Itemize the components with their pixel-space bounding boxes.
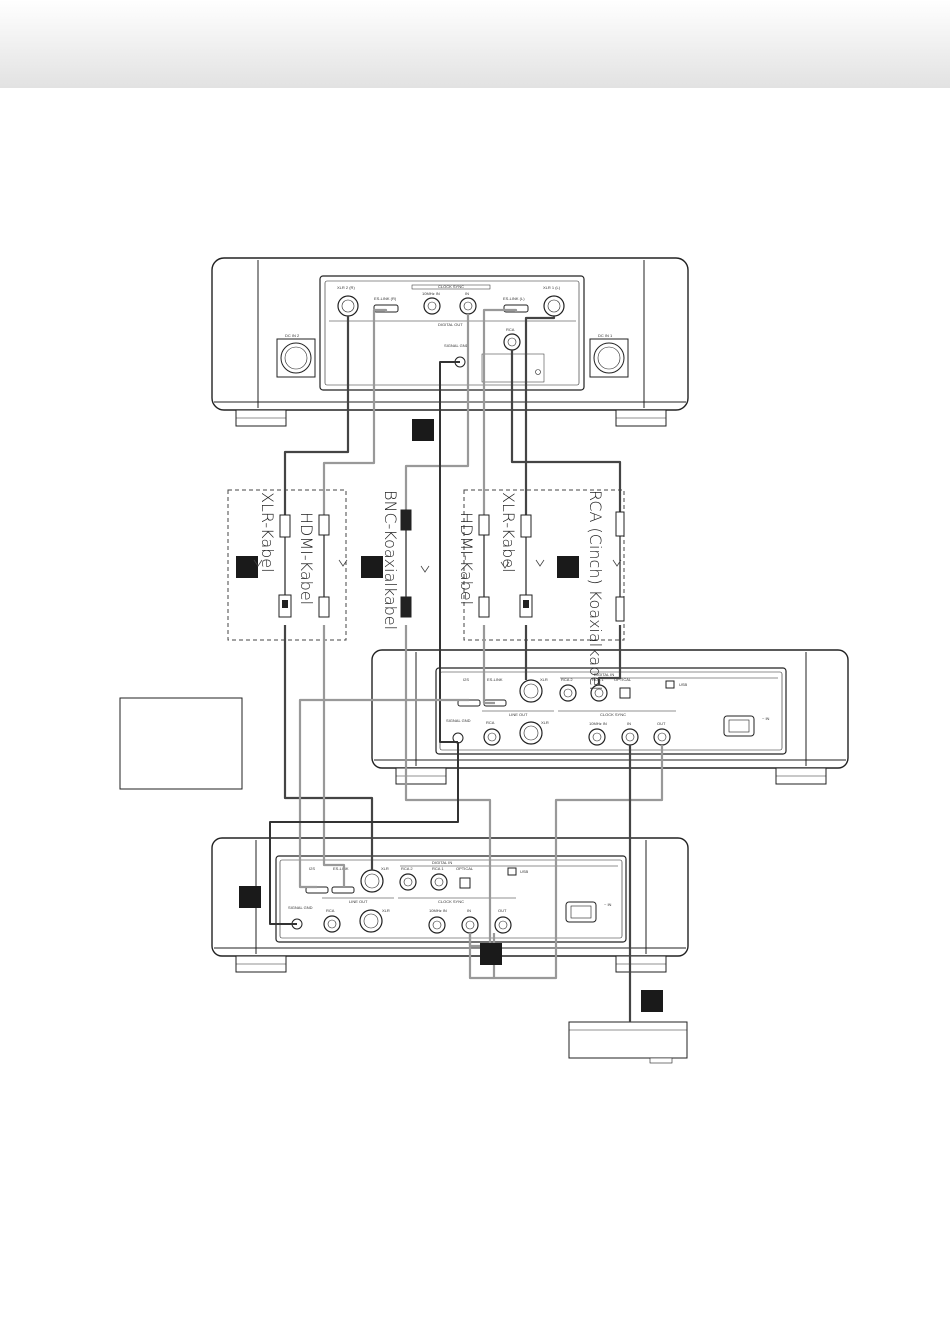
bot-i2s-label: I2S <box>309 866 315 871</box>
bot-signal-gnd-label: SIGNAL GND <box>288 905 313 910</box>
mid-rca-out-label: RCA <box>486 720 495 725</box>
cable-group-left <box>227 489 347 641</box>
label-bnc: BNC-Koaxialkabel <box>381 490 400 630</box>
bot-10mhz-label: 10MHz IN <box>429 908 447 913</box>
top-xlr1-label: XLR 1 (L) <box>543 285 561 290</box>
label-hdmi-left: HDMI-Kabel <box>297 512 316 605</box>
bot-optical-label: OPTICAL <box>456 866 474 871</box>
bot-clk-out-label: OUT <box>498 908 507 913</box>
bot-digital-in-label: DIGITAL IN <box>432 860 452 865</box>
marker-bnc <box>361 556 383 578</box>
direction-arrows <box>253 559 622 573</box>
bot-rca2-label: RCA 2 <box>401 866 413 871</box>
middle-unit: DIGITAL IN I2S ES-LINK XLR RCA 2 RCA 1 O… <box>371 649 849 785</box>
bot-line-out-label: LINE OUT <box>349 899 368 904</box>
label-hdmi-right: HDMI-Kabel <box>457 512 476 605</box>
marker-right-group <box>557 556 579 578</box>
mid-xlr-in-label: XLR <box>540 677 548 682</box>
mid-clk-in-label: IN <box>627 721 631 726</box>
mid-clk-out-label: OUT <box>657 721 666 726</box>
bot-usb-label: USB <box>520 869 529 874</box>
mid-clock-sync-label: CLOCK SYNC <box>600 712 626 717</box>
top-dc-in-2-label: DC IN 2 <box>285 333 300 338</box>
top-eslink-l-label: ES-LINK (L) <box>503 296 525 301</box>
cable-routes <box>269 308 664 1022</box>
step-markers <box>236 419 663 1012</box>
marker-bottom-clock <box>480 943 502 965</box>
top-eslink-r-label: ES-LINK (R) <box>374 296 397 301</box>
top-rca-label: RCA <box>506 327 515 332</box>
mid-i2s-label: I2S <box>463 677 469 682</box>
top-xlr2-label: XLR 2 (R) <box>337 285 355 290</box>
external-clock-device <box>568 1021 688 1064</box>
bot-xlr-out-label: XLR <box>382 908 390 913</box>
top-digital-out-label: DIGITAL OUT <box>438 322 463 327</box>
mid-10mhz-label: 10MHz IN <box>589 721 607 726</box>
top-10mhz-label: 10MHz IN <box>422 291 440 296</box>
bot-rca1-label: RCA 1 <box>432 866 444 871</box>
top-clk-in-label: IN <box>465 291 469 296</box>
mid-digital-in-label: DIGITAL IN <box>594 672 614 677</box>
label-xlr-right: XLR-Kabel <box>499 492 518 573</box>
mid-eslink-label: ES-LINK <box>487 677 503 682</box>
mid-optical-label: OPTICAL <box>614 677 632 682</box>
mid-usb-label: USB <box>679 682 688 687</box>
side-note-box <box>119 697 243 790</box>
bottom-unit: DIGITAL IN I2S ES-LINK XLR RCA 2 RCA 1 O… <box>211 837 689 973</box>
top-clock-sync-label: CLOCK SYNC <box>438 284 464 289</box>
marker-left-group <box>236 556 258 578</box>
mid-signal-gnd-label: SIGNAL GND <box>446 718 471 723</box>
bot-clock-sync-label: CLOCK SYNC <box>438 899 464 904</box>
bot-rca-out-label: RCA <box>326 908 335 913</box>
bot-clk-in-label: IN <box>467 908 471 913</box>
marker-ground <box>412 419 434 441</box>
top-unit: DC IN 2 DC IN 1 XLR 2 (R) ES-LINK (R) CL… <box>211 257 689 427</box>
mid-line-out-label: LINE OUT <box>509 712 528 717</box>
bot-eslink-label: ES-LINK <box>333 866 349 871</box>
marker-external <box>641 990 663 1012</box>
mid-xlr-out-label: XLR <box>541 720 549 725</box>
mid-ac-in-label: ~ IN <box>762 716 770 721</box>
bot-xlr-in-label: XLR <box>381 866 389 871</box>
label-rca: RCA (Cinch) Koaxialkabel <box>586 490 605 690</box>
bot-ac-in-label: ~ IN <box>604 902 612 907</box>
cable-group-right <box>463 489 625 641</box>
header-band <box>0 0 950 88</box>
marker-bottom-ground <box>239 886 261 908</box>
top-signal-gnd-label: SIGNAL GND <box>444 343 469 348</box>
top-dc-in-1-label: DC IN 1 <box>598 333 613 338</box>
cable-glyphs <box>278 509 625 622</box>
label-xlr-left: XLR-Kabel <box>258 492 277 573</box>
mid-rca2-label: RCA 2 <box>561 677 573 682</box>
